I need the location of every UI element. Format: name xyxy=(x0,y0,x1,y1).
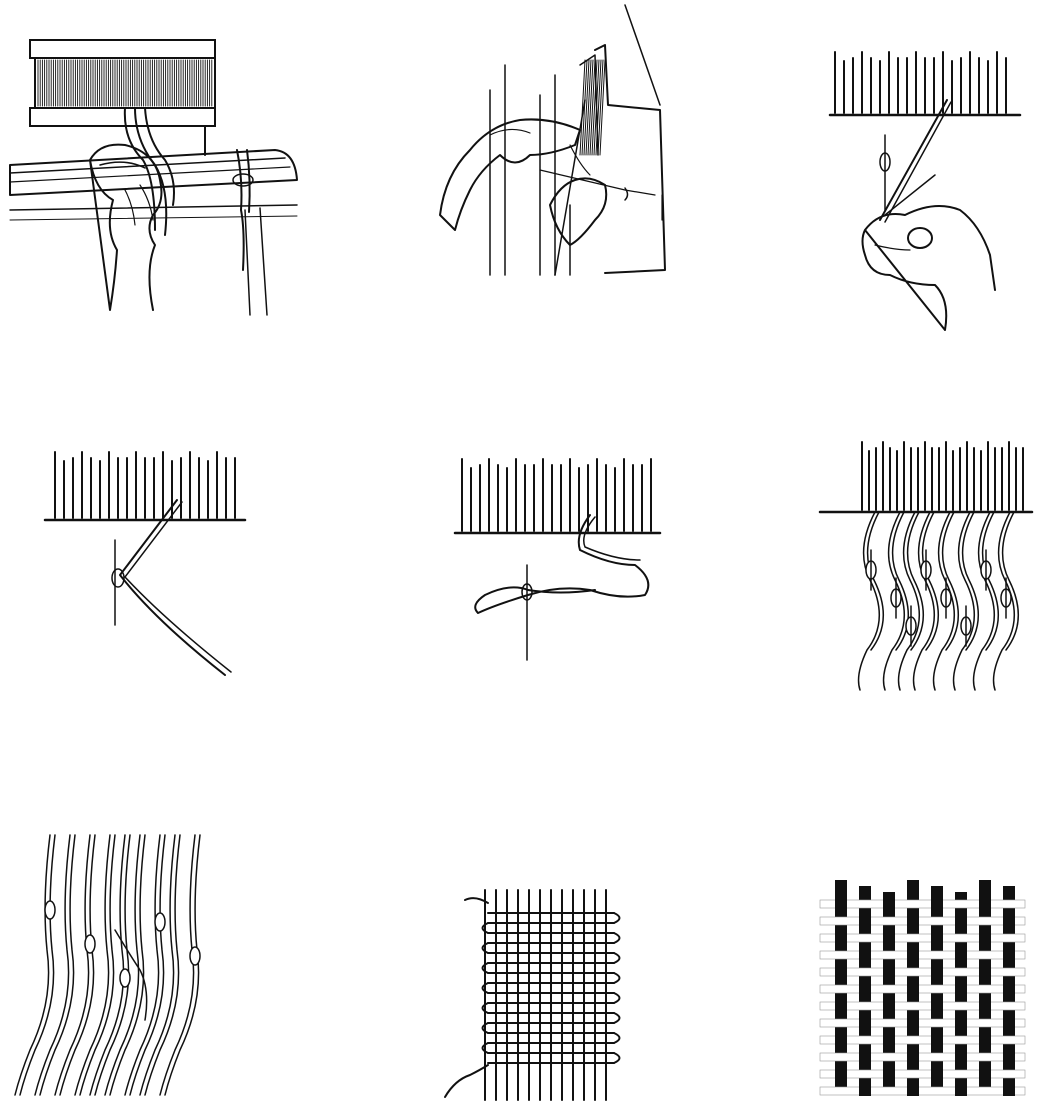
panel-many-strands xyxy=(820,440,1035,695)
panel-plain-weave-grid xyxy=(440,885,630,1105)
panel-hand-tying-at-heddle xyxy=(430,5,680,280)
panel-hand-with-needle xyxy=(825,50,1025,330)
single-strand-illustration xyxy=(45,450,260,680)
many-strands-illustration xyxy=(820,440,1035,695)
heddle-hand-illustration xyxy=(430,5,680,280)
needle-hand-illustration xyxy=(825,50,1025,330)
woven-swatch-illustration xyxy=(815,870,1030,1110)
looped-strand-illustration xyxy=(450,455,665,665)
panel-looped-strand xyxy=(450,455,665,665)
panel-woven-swatch xyxy=(815,870,1030,1110)
panel-hand-at-loom-bar xyxy=(5,30,305,315)
loom-hand-illustration xyxy=(5,30,305,315)
panel-wavy-strands xyxy=(20,830,220,1100)
wavy-strands-illustration xyxy=(20,830,220,1100)
panel-single-strand xyxy=(45,450,260,680)
plain-weave-illustration xyxy=(440,885,630,1105)
